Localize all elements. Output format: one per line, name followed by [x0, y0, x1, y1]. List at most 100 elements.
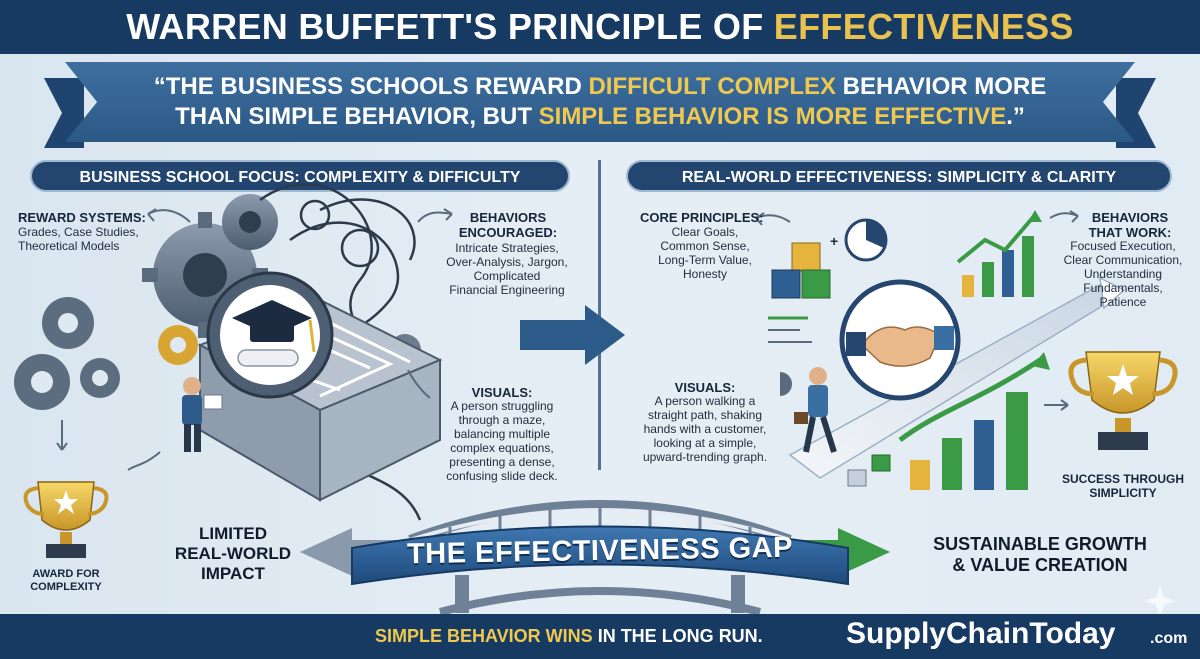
- sustainable-growth-label: SUSTAINABLE GROWTH & VALUE CREATION: [900, 534, 1180, 576]
- visual-item: through a maze,: [458, 413, 546, 427]
- success-label-line: SIMPLICITY: [1089, 486, 1157, 500]
- gear-icon: [14, 297, 120, 410]
- behavior-item: Complicated: [473, 269, 541, 283]
- success-label-line: SUCCESS THROUGH: [1061, 472, 1184, 486]
- center-divider: [598, 160, 601, 470]
- header-bar: [0, 0, 1200, 54]
- bar-chart-icon: [956, 210, 1042, 297]
- visual-item: straight path, shaking: [647, 408, 763, 422]
- award-label: AWARD FOR COMPLEXITY: [6, 568, 126, 594]
- sparkle-icon: [1144, 585, 1176, 617]
- core-principles-list: Clear Goals, Common Sense, Long-Term Val…: [630, 225, 780, 281]
- visual-item: looking at a simple,: [653, 436, 757, 450]
- growth-line: & VALUE CREATION: [952, 555, 1128, 575]
- arrow-icon: [56, 208, 453, 471]
- quote-line-1: “THE BUSINESS SCHOOLS REWARD DIFFICULT C…: [120, 72, 1080, 102]
- page-title: WARREN BUFFETT'S PRINCIPLE OF EFFECTIVEN…: [0, 6, 1200, 48]
- trophy-icon: [23, 481, 109, 558]
- quote-line2-b: .”: [1006, 103, 1025, 130]
- growth-line: SUSTAINABLE GROWTH: [933, 534, 1147, 554]
- behaviors-encouraged-list: Intricate Strategies, Over-Analysis, Jar…: [426, 241, 588, 297]
- behaviors-title-line: BEHAVIORS: [1091, 210, 1169, 225]
- visual-item: presenting a dense,: [449, 455, 555, 469]
- behavior-item: Clear Communication,: [1063, 253, 1183, 267]
- visual-item: upward-trending graph.: [642, 450, 768, 464]
- person-figure: [780, 367, 837, 453]
- visual-item: balancing multiple: [453, 427, 551, 441]
- handshake-icon: [839, 279, 961, 401]
- reward-systems-title: REWARD SYSTEMS:: [18, 210, 146, 225]
- gold-gear-icon: [158, 325, 198, 365]
- behavior-item: Intricate Strategies,: [455, 241, 559, 255]
- person-figure: [182, 377, 223, 452]
- arrow-icon: [755, 210, 1079, 411]
- reward-systems-list: Grades, Case Studies, Theoretical Models: [18, 225, 139, 253]
- visual-item: A person struggling: [450, 399, 554, 413]
- quote-line1-b: BEHAVIOR MORE: [836, 73, 1047, 100]
- impact-line: LIMITED: [199, 524, 267, 543]
- trophy-icon: [1068, 351, 1178, 450]
- behaviors-that-work-title: BEHAVIORS THAT WORK:: [1070, 210, 1190, 240]
- slogan-rest: IN THE LONG RUN.: [592, 626, 763, 646]
- behaviors-encouraged-title: BEHAVIORS ENCOURAGED:: [438, 210, 578, 240]
- quote-line1-highlight: DIFFICULT COMPLEX: [588, 73, 837, 100]
- behaviors-title-line: THAT WORK:: [1088, 225, 1172, 240]
- reward-item: Theoretical Models: [18, 239, 120, 253]
- behavior-item: Over-Analysis, Jargon,: [446, 255, 568, 269]
- award-label-line: COMPLEXITY: [30, 581, 102, 593]
- quote-line-2: THAN SIMPLE BEHAVIOR, BUT SIMPLE BEHAVIO…: [120, 102, 1080, 132]
- behavior-item: Understanding: [1083, 267, 1163, 281]
- document-lines-icon: [768, 316, 812, 343]
- limited-impact-label: LIMITED REAL-WORLD IMPACT: [168, 524, 298, 584]
- behavior-item: Focused Execution,: [1070, 239, 1176, 253]
- core-item: Common Sense,: [660, 239, 750, 253]
- behaviors-title-line: BEHAVIORS: [469, 210, 547, 225]
- impact-line: REAL-WORLD: [174, 544, 292, 563]
- pie-chart-icon: [844, 218, 888, 262]
- visual-item: A person walking a: [654, 394, 756, 408]
- slogan-highlight: SIMPLE BEHAVIOR WINS: [375, 626, 593, 646]
- left-visuals-list: A person struggling through a maze, bala…: [420, 399, 584, 483]
- right-section-heading: REAL-WORLD EFFECTIVENESS: SIMPLICITY & C…: [626, 160, 1172, 192]
- quote-line2-highlight: SIMPLE BEHAVIOR IS MORE EFFECTIVE: [538, 103, 1007, 130]
- gap-banner: [351, 525, 849, 586]
- quote-line1-a: “THE BUSINESS SCHOOLS REWARD: [153, 73, 589, 100]
- right-visuals-list: A person walking a straight path, shakin…: [616, 394, 794, 464]
- core-item: Honesty: [682, 267, 728, 281]
- impact-line: IMPACT: [201, 564, 265, 583]
- core-item: Clear Goals,: [671, 225, 739, 239]
- gear-icon: [222, 194, 278, 250]
- behaviors-that-work-list: Focused Execution, Clear Communication, …: [1050, 239, 1196, 309]
- center-arrow: [520, 305, 625, 365]
- brand-logo: SupplyChainToday: [846, 617, 1116, 650]
- quote-ribbon: [65, 62, 1135, 142]
- growth-chart-icon: [847, 352, 1050, 490]
- right-visuals-title: VISUALS:: [674, 380, 736, 395]
- visual-item: confusing slide deck.: [446, 469, 558, 483]
- behavior-item: Patience: [1099, 295, 1147, 309]
- success-label: SUCCESS THROUGH SIMPLICITY: [1050, 472, 1196, 500]
- svg-text:+: +: [830, 233, 838, 249]
- footer-bar: [0, 614, 1200, 659]
- quote-text: “THE BUSINESS SCHOOLS REWARD DIFFICULT C…: [120, 72, 1080, 132]
- visual-item: hands with a customer,: [643, 422, 767, 436]
- graduation-cap-icon: [206, 271, 334, 399]
- behavior-item: Fundamentals,: [1083, 281, 1163, 295]
- behaviors-title-line: ENCOURAGED:: [458, 225, 558, 240]
- title-main: WARREN BUFFETT'S PRINCIPLE OF: [126, 6, 774, 47]
- core-principles-title: CORE PRINCIPLES:: [640, 210, 764, 225]
- left-visuals-title: VISUALS:: [471, 385, 533, 400]
- brand-suffix: .com: [1150, 630, 1188, 647]
- core-item: Long-Term Value,: [658, 253, 752, 267]
- title-highlight: EFFECTIVENESS: [773, 6, 1074, 47]
- award-label-line: AWARD FOR: [32, 568, 100, 580]
- reward-item: Grades, Case Studies,: [18, 225, 139, 239]
- left-section-heading: BUSINESS SCHOOL FOCUS: COMPLEXITY & DIFF…: [30, 160, 570, 192]
- visual-item: complex equations,: [450, 441, 554, 455]
- quote-line2-a: THAN SIMPLE BEHAVIOR, BUT: [175, 103, 539, 130]
- blocks-icon: +: [771, 233, 838, 299]
- footer-slogan: SIMPLE BEHAVIOR WINS IN THE LONG RUN.: [375, 626, 763, 647]
- behavior-item: Financial Engineering: [449, 283, 565, 297]
